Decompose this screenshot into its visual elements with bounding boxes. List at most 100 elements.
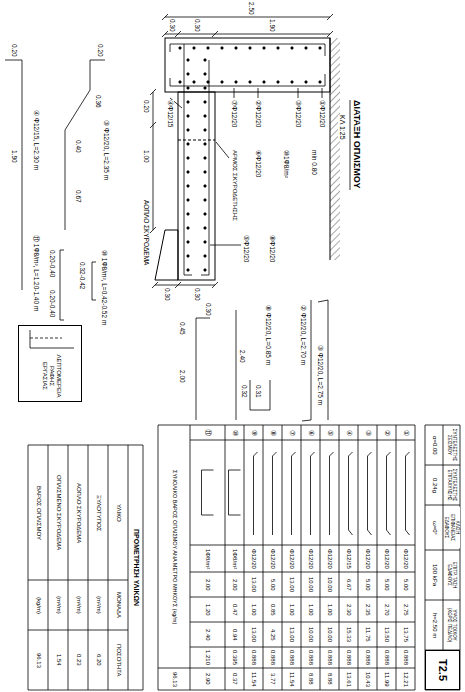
table-cell: 0.888 — [288, 650, 295, 665]
bar-dot — [207, 81, 209, 83]
table-header: ΣΥΝΤΕΛΕΣΤΗΣ ΕΠΙΤΑΧΥΝΣΗΣ — [446, 467, 457, 503]
bar-dot — [305, 47, 307, 49]
bar-sketch — [254, 452, 258, 535]
table-cell: 8.88 — [326, 673, 333, 685]
bar-dot — [187, 269, 189, 271]
table-cell: 13.00 — [250, 627, 257, 642]
table-cell: 2.70 — [383, 604, 390, 616]
bar-dot — [204, 269, 206, 271]
table-rule — [158, 668, 415, 669]
dimension-label: 0.31 — [254, 385, 262, 398]
dimension-label: ⑤Φ12/20 — [242, 235, 250, 262]
table-rule — [443, 550, 444, 600]
dimension-label: ② Φ12/20, L=2.70 m — [299, 305, 307, 365]
bar-dot — [204, 59, 206, 61]
bar-dot — [204, 171, 206, 173]
bar-dot — [277, 81, 279, 83]
table-cell: 1.00 — [326, 604, 333, 616]
dimension-label: ΑΟΠΛΟ ΣΚΥΡΟΔΕΜΑ — [142, 200, 150, 265]
table-cell: 2.75 — [402, 604, 409, 616]
dimension-label: ⑦Φ12/20 — [230, 100, 238, 127]
bar-sketch — [273, 452, 277, 535]
table-cell: α=0.00 — [430, 436, 437, 455]
dimension-label: ②Φ12/20 — [254, 100, 262, 127]
table-rule — [68, 445, 69, 690]
table-rule — [108, 445, 109, 690]
table-cell: 13.00 — [288, 577, 295, 592]
table-cell: 11.99 — [383, 672, 390, 687]
drawing-number-box: Τ2.5 — [425, 650, 460, 690]
table-cell: 1Φ8/m² — [204, 549, 211, 569]
table-cell: Φ12/20 — [250, 549, 257, 569]
table-cell: 11.54 — [250, 672, 257, 687]
callout-number: ① — [401, 430, 409, 436]
bar-dot — [204, 157, 206, 159]
bar-dot — [204, 227, 206, 229]
table-cell: 13.00 — [250, 577, 257, 592]
table-header: ΚΛΙΣΗ ΕΠΙΦΑΝΕΙΑΣ ΕΔΑΦΟΥΣ — [443, 507, 459, 548]
bar-sketch — [311, 452, 315, 535]
table-cell: 12.21 — [402, 672, 409, 687]
table-cell: 8.88 — [307, 673, 314, 685]
dimension-label: 0.30 — [204, 303, 212, 316]
bar-sketch — [406, 452, 410, 535]
dimension-label: 0.30 — [168, 19, 176, 32]
dimension-label: 1.90 — [10, 150, 18, 163]
bar-dot — [235, 81, 237, 83]
table-cell: 96.13 — [34, 653, 41, 668]
bar-dot — [187, 143, 189, 145]
table-rule — [190, 622, 415, 623]
callout-number: ⑥ — [306, 430, 314, 436]
dimension-label: 0.32-0.42 — [78, 262, 86, 289]
title-text: ΔΙΑΤΑΞΗ ΟΠΛΙΣΜΟΥ — [351, 100, 362, 189]
bar-dot — [187, 241, 189, 243]
table-cell: 5.00 — [383, 579, 390, 591]
dimension-label: ΑΡΜΟΣ ΣΚΥΡΟΔΕΤΗΣΗΣ — [231, 150, 238, 221]
table-cell: 2.30 — [345, 604, 352, 616]
bar-dot — [319, 47, 321, 49]
bar-dot — [221, 47, 223, 49]
dimension-label: ⑪ 1Φ8/m², L=1.20-1.40 m — [32, 235, 40, 311]
bar-dot — [221, 81, 223, 83]
bar-dot — [204, 143, 206, 145]
bar-dot — [207, 47, 209, 49]
bar-dot — [249, 47, 251, 49]
bar-dot — [187, 213, 189, 215]
table-rule — [158, 690, 415, 691]
table-header: ΥΛΙΚΟ — [114, 504, 121, 522]
table-rule — [263, 425, 264, 690]
table-rule — [443, 600, 444, 650]
bar-sketch — [202, 470, 214, 515]
callout-number: ③ — [363, 430, 371, 436]
table-cell: Φ12/20 — [364, 549, 371, 569]
table-cell: Φ12/20 — [307, 549, 314, 569]
table-cell: 0.47 — [231, 604, 238, 616]
bar-sketch — [387, 452, 391, 535]
bar-dot — [263, 81, 265, 83]
bar-sketch — [349, 452, 353, 535]
dimension-label: 1.90 — [268, 19, 276, 32]
table-rule — [425, 465, 460, 466]
table-header: ΠΟΣΟΤΗΤΑ — [114, 644, 121, 677]
table-title: ΠΡΟΜΕΤΡΗΣΗ ΥΛΙΚΩΝ — [131, 529, 139, 606]
bar-dot — [187, 101, 189, 103]
bar-dot — [187, 73, 189, 75]
table-rule — [190, 647, 415, 648]
table-cell: ΞΥΛΟΤΥΠΟΣ — [94, 495, 101, 531]
table-cell: ΟΠΛΙΣΜΕΝΟ ΣΚΥΡΟΔΕΜΑ — [54, 475, 61, 550]
table-cell: 11.54 — [288, 672, 295, 687]
table-cell: Φ12/20 — [269, 549, 276, 569]
bar-dot — [204, 73, 206, 75]
table-cell: Φ12/20 — [288, 549, 295, 569]
dimension-label: 0.30 — [193, 19, 201, 32]
bar-dot — [263, 47, 265, 49]
dimension-label: ④Φ12/15 — [166, 100, 174, 127]
table-rule — [425, 600, 460, 601]
table-cell: 0.888 — [250, 650, 257, 665]
bar-dot — [204, 213, 206, 215]
dimension-label: ⑥Φ12/20 — [254, 150, 262, 177]
table-cell: 10.00 — [307, 627, 314, 642]
dimension-label: 0.20 — [96, 44, 104, 57]
table-rule — [425, 425, 460, 426]
table-cell: 3.77 — [269, 673, 276, 685]
